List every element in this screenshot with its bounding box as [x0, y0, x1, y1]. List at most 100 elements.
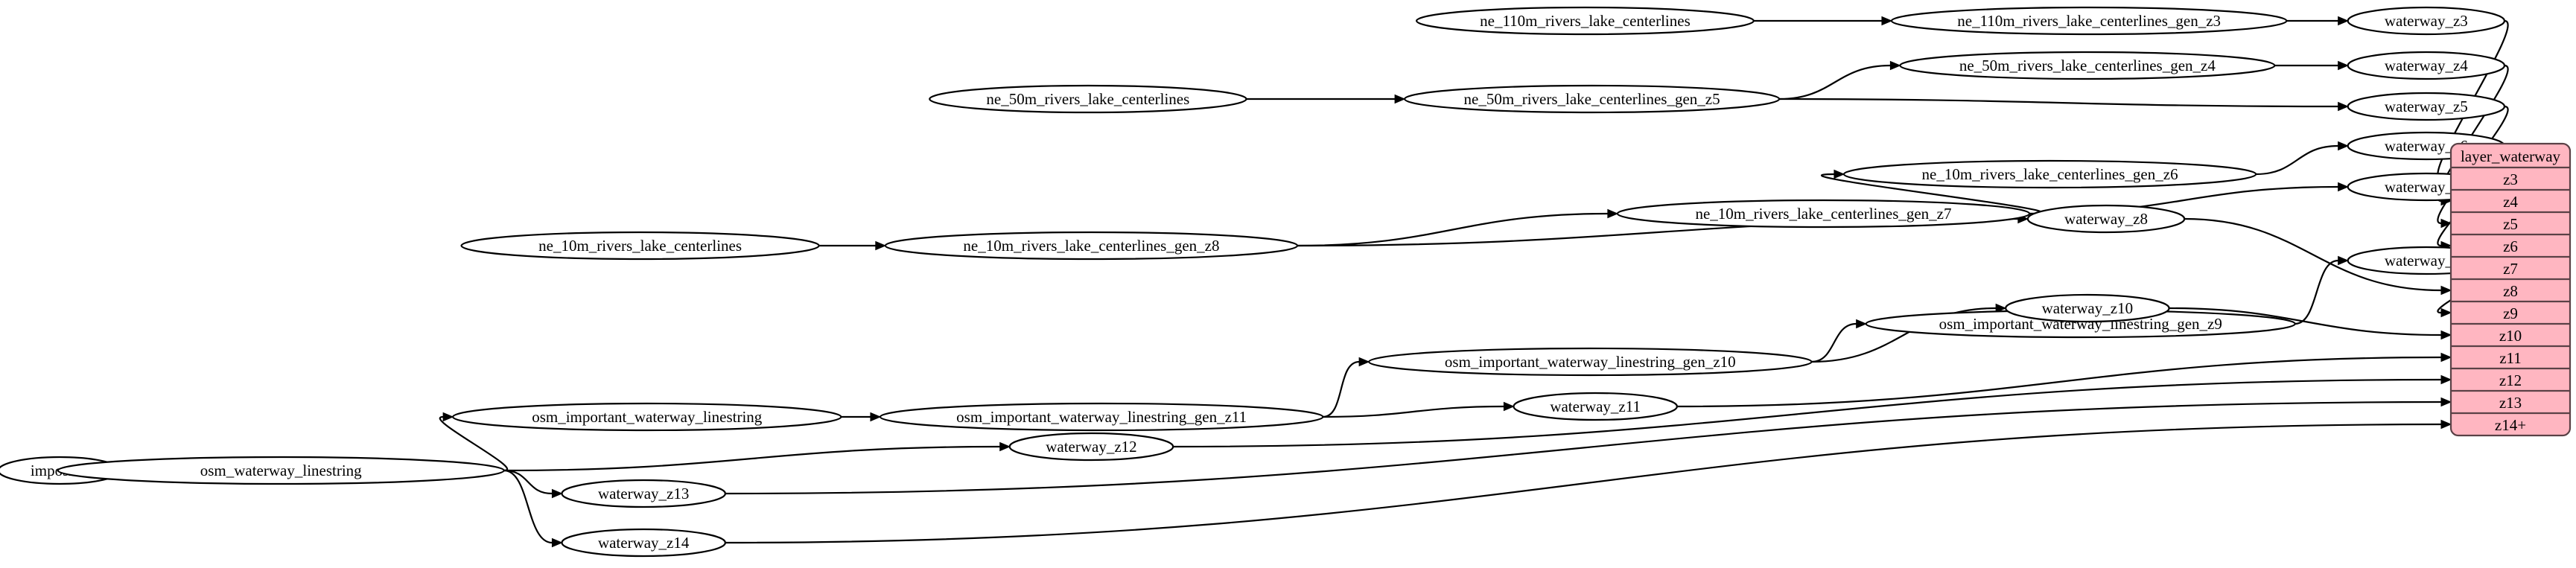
table-row-z4[interactable]: z4	[2503, 193, 2518, 211]
graph-edge	[1297, 212, 1608, 247]
node-label: ne_10m_rivers_lake_centerlines	[538, 237, 742, 255]
node-label: osm_important_waterway_linestring_gen_z1…	[956, 408, 1247, 426]
table-row-z9[interactable]: z9	[2503, 304, 2518, 322]
graph-node-waterway_z5[interactable]: waterway_z5	[2347, 92, 2506, 121]
graph-node-waterway_z12[interactable]: waterway_z12	[1008, 432, 1174, 462]
node-ellipse[interactable]	[1899, 51, 2276, 80]
table-header-label: layer_waterway	[2461, 147, 2561, 165]
graph-node-waterway_z13[interactable]: waterway_z13	[561, 479, 727, 508]
edge-arrowhead	[551, 537, 563, 548]
edge-arrowhead	[2338, 141, 2349, 151]
graph-node-ne_50m_rivers_lake_centerlines_gen_z5[interactable]: ne_50m_rivers_lake_centerlines_gen_z5	[1404, 84, 1781, 114]
table-row-z6[interactable]: z6	[2503, 237, 2518, 255]
table-row-z14plus[interactable]: z14+	[2495, 416, 2526, 434]
graph-node-osm_important_waterway_linestring_gen_z11[interactable]: osm_important_waterway_linestring_gen_z1…	[879, 402, 1324, 432]
node-ellipse[interactable]	[2347, 92, 2506, 121]
table-row-z8[interactable]: z8	[2503, 282, 2518, 300]
node-ellipse[interactable]	[879, 402, 1324, 432]
edge-arrowhead	[2440, 419, 2452, 430]
graph-edge	[1323, 405, 1504, 418]
edge-arrowhead	[551, 488, 563, 499]
graph-node-ne_50m_rivers_lake_centerlines_gen_z4[interactable]: ne_50m_rivers_lake_centerlines_gen_z4	[1899, 51, 2276, 80]
graph-edge	[1173, 378, 2442, 448]
table-row-z11[interactable]: z11	[2499, 349, 2522, 367]
table-row-z13[interactable]: z13	[2499, 394, 2522, 412]
graph-node-osm_waterway_linestring[interactable]: osm_waterway_linestring	[57, 456, 505, 485]
graph-node-waterway_z10[interactable]: waterway_z10	[2005, 293, 2170, 323]
edge-arrowhead	[1358, 357, 1370, 367]
node-label: waterway_z4	[2385, 57, 2468, 74]
edge-arrowhead	[2338, 16, 2349, 26]
node-ellipse[interactable]	[1416, 6, 1755, 36]
node-ellipse[interactable]	[2347, 6, 2506, 36]
node-ellipse[interactable]	[1367, 347, 1813, 377]
node-label: waterway_z14	[598, 534, 690, 552]
node-ellipse[interactable]	[561, 479, 727, 508]
graph-node-osm_important_waterway_linestring_gen_z10[interactable]: osm_important_waterway_linestring_gen_z1…	[1367, 347, 1813, 377]
node-ellipse[interactable]	[452, 402, 842, 432]
node-label: waterway_z13	[598, 485, 689, 502]
node-label: osm_waterway_linestring	[200, 462, 362, 479]
node-ellipse[interactable]	[57, 456, 505, 485]
graph-node-ne_110m_rivers_lake_centerlines_gen_z3[interactable]: ne_110m_rivers_lake_centerlines_gen_z3	[1890, 6, 2288, 36]
graph-edge	[1323, 360, 1360, 418]
node-label: waterway_z11	[1550, 398, 1641, 415]
node-ellipse[interactable]	[561, 528, 727, 558]
graph-node-ne_110m_rivers_lake_centerlines[interactable]: ne_110m_rivers_lake_centerlines	[1416, 6, 1755, 36]
node-ellipse[interactable]	[1616, 199, 2031, 229]
node-label: ne_110m_rivers_lake_centerlines	[1480, 12, 1691, 30]
node-ellipse[interactable]	[884, 231, 1299, 261]
node-ellipse[interactable]	[2005, 293, 2170, 323]
graph-edge	[2294, 259, 2338, 325]
node-ellipse[interactable]	[1404, 84, 1781, 114]
node-ellipse[interactable]	[1890, 6, 2288, 36]
edge-arrowhead	[2440, 218, 2452, 229]
node-ellipse[interactable]	[929, 84, 1247, 114]
edge-arrowhead	[2338, 101, 2349, 112]
table-row-z10[interactable]: z10	[2499, 327, 2522, 345]
graph-node-ne_10m_rivers_lake_centerlines_gen_z7[interactable]: ne_10m_rivers_lake_centerlines_gen_z7	[1616, 199, 2031, 229]
graph-edge	[1779, 64, 1891, 100]
graph-node-waterway_z14[interactable]: waterway_z14	[561, 528, 727, 558]
table-row-z3[interactable]: z3	[2503, 170, 2518, 188]
node-ellipse[interactable]	[1513, 392, 1678, 421]
node-label: ne_10m_rivers_lake_centerlines_gen_z8	[963, 237, 1219, 255]
node-label: ne_110m_rivers_lake_centerlines_gen_z3	[1957, 12, 2221, 30]
graph-node-ne_10m_rivers_lake_centerlines_gen_z8[interactable]: ne_10m_rivers_lake_centerlines_gen_z8	[884, 231, 1299, 261]
graph-node-ne_50m_rivers_lake_centerlines[interactable]: ne_50m_rivers_lake_centerlines	[929, 84, 1247, 114]
edge-arrowhead	[1995, 303, 2007, 313]
graph-node-osm_important_waterway_linestring[interactable]: osm_important_waterway_linestring	[452, 402, 842, 432]
graph-node-waterway_z3[interactable]: waterway_z3	[2347, 6, 2506, 36]
node-label: waterway_z3	[2385, 12, 2468, 30]
node-label: ne_10m_rivers_lake_centerlines_gen_z7	[1695, 205, 1951, 223]
layer-waterway-table: layer_waterway z3 z4 z5 z6 z7 z8 z9 z10 z11 z12 z13…	[2449, 142, 2572, 437]
node-label: ne_50m_rivers_lake_centerlines_gen_z4	[1959, 57, 2216, 74]
edge-arrowhead	[870, 412, 882, 422]
edge-arrowhead	[1607, 208, 1619, 219]
graph-node-waterway_z8[interactable]: waterway_z8	[2026, 204, 2186, 234]
node-ellipse[interactable]	[1842, 159, 2257, 189]
table-row-z12[interactable]: z12	[2499, 371, 2522, 389]
graph-node-ne_10m_rivers_lake_centerlines[interactable]: ne_10m_rivers_lake_centerlines	[460, 231, 820, 261]
edge-arrowhead	[2440, 307, 2452, 318]
edge-arrowhead	[2440, 285, 2452, 296]
edge-arrowhead	[2440, 330, 2452, 340]
node-ellipse[interactable]	[460, 231, 820, 261]
graph-edge	[1811, 307, 1997, 363]
node-label: ne_10m_rivers_lake_centerlines_gen_z6	[1922, 165, 2178, 183]
graph-node-waterway_z4[interactable]: waterway_z4	[2347, 51, 2506, 80]
graph-edge	[503, 469, 553, 495]
graph-node-ne_10m_rivers_lake_centerlines_gen_z6[interactable]: ne_10m_rivers_lake_centerlines_gen_z6	[1842, 159, 2257, 189]
table-row-z5[interactable]: z5	[2503, 215, 2518, 233]
node-ellipse[interactable]	[2347, 51, 2506, 80]
table-row-z7[interactable]: z7	[2503, 260, 2518, 278]
node-label: waterway_z12	[1046, 438, 1136, 456]
edge-arrowhead	[2338, 182, 2349, 192]
node-label: osm_important_waterway_linestring	[532, 408, 763, 426]
node-ellipse[interactable]	[1008, 432, 1174, 462]
node-ellipse[interactable]	[2026, 204, 2186, 234]
graph-node-waterway_z11[interactable]: waterway_z11	[1513, 392, 1678, 421]
edge-arrowhead	[1834, 169, 1845, 179]
